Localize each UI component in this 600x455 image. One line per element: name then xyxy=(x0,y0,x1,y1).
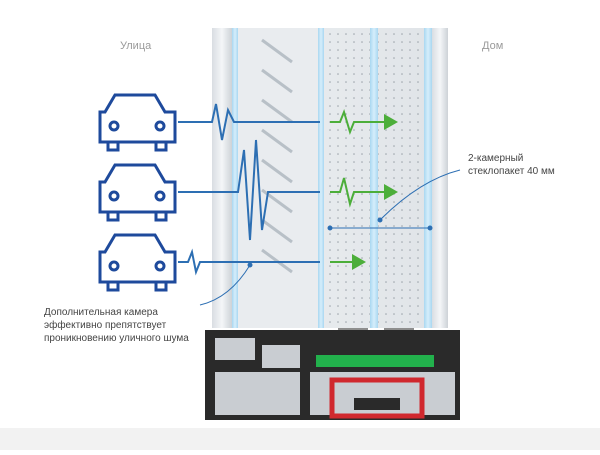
car-icon xyxy=(98,163,177,222)
outer-glass xyxy=(232,28,238,328)
seal-green xyxy=(316,355,434,367)
arrow-right-icon xyxy=(352,114,398,270)
chamber-caption: Дополнительная камера эффективно препятс… xyxy=(44,306,204,345)
inner-glass-1 xyxy=(318,28,324,328)
glass-chamber-2 xyxy=(378,28,424,328)
inside-label: Дом xyxy=(482,40,504,52)
car-icon xyxy=(98,233,177,292)
glass-chamber-1 xyxy=(324,28,370,328)
outside-label: Улица xyxy=(120,40,152,52)
chamber-caption-line2: эффективно препятствует xyxy=(44,320,167,331)
footer-strip xyxy=(0,428,600,450)
pointer-lines xyxy=(199,169,461,306)
wave-icon xyxy=(178,103,320,276)
extra-chamber xyxy=(238,28,318,328)
glass-unit-caption: 2-камерный стеклопакет 40 мм xyxy=(468,152,578,178)
glass-unit-caption-line2: стеклопакет 40 мм xyxy=(468,166,555,177)
car-icon xyxy=(98,93,177,152)
wave-icon xyxy=(330,108,384,263)
chamber-caption-line1: Дополнительная камера xyxy=(44,307,158,318)
seal-red xyxy=(329,377,425,419)
pvc-profile xyxy=(205,330,460,420)
chamber-caption-line3: проникновению уличного шума xyxy=(44,333,189,344)
inner-glass-2 xyxy=(424,28,432,328)
middle-glass xyxy=(370,28,378,328)
inner-frame xyxy=(432,28,448,328)
glass-unit-caption-line1: 2-камерный xyxy=(468,153,524,164)
outer-frame xyxy=(212,28,232,328)
